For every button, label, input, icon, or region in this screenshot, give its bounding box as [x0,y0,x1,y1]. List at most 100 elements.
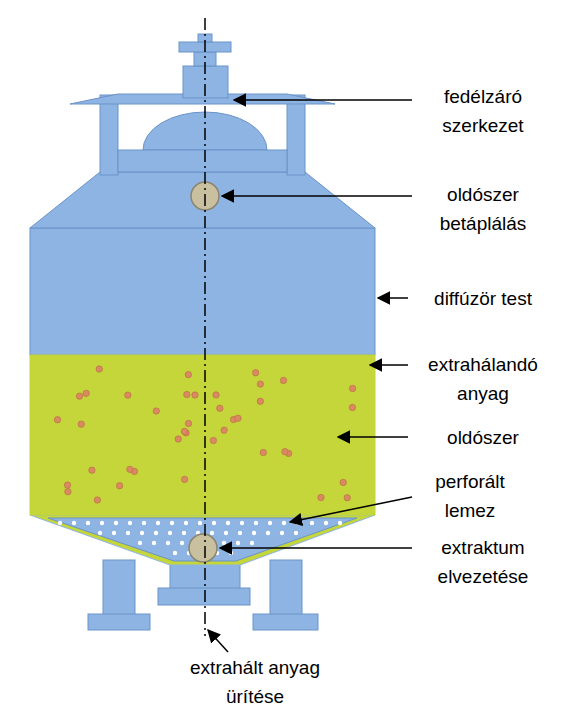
top-cone [30,172,375,228]
diffuser-body [30,228,375,355]
perforation-hole [152,541,156,545]
particle [181,428,187,434]
perforation-hole [173,551,177,555]
perforation-hole [72,521,76,525]
perforation-hole [268,521,272,525]
particle [185,420,191,426]
particle [65,488,71,494]
perforation-hole [240,521,244,525]
particle [153,408,159,414]
callout-label: oldószer betáplálás [413,180,553,238]
perforation-hole [294,531,298,535]
callout-label: extrahálandó anyag [413,350,553,408]
particle [125,392,131,398]
perforation-hole [226,521,230,525]
particle [89,467,95,473]
particle [175,436,181,442]
perforation-hole [229,551,233,555]
leader-line [290,497,412,522]
callout-label: extrahált anyag ürítése [190,653,320,711]
perforation-hole [98,531,102,535]
perforation-hole [282,521,286,525]
perforation-hole [252,531,256,535]
leader-line [220,547,412,549]
callout-label: oldószer [413,423,553,452]
perforation-hole [166,541,170,545]
callout-label: perforált lemez [415,467,525,525]
perforation-hole [254,521,258,525]
callout-label: fedélzáró szerkezet [413,82,553,140]
leg [103,560,135,616]
perforation-hole [142,521,146,525]
perforation-hole [222,541,226,545]
particle [184,391,190,397]
perforation-hole [170,521,174,525]
perforation-hole [210,531,214,535]
perforation-hole [112,531,116,535]
particle [78,421,84,427]
bottom-cone [30,515,375,565]
perforation-hole [138,541,142,545]
particle [280,377,286,383]
perforation-hole [100,521,104,525]
perforation-hole [198,521,202,525]
particle [282,448,288,454]
particle [235,415,241,421]
perforation-hole [310,521,314,525]
perforation-hole [182,531,186,535]
leg-foot [88,614,150,630]
particle [64,482,70,488]
particle [318,494,324,500]
perforation-hole [280,531,284,535]
perforation-hole [114,521,118,525]
perforation-hole [58,521,62,525]
callout-label: diffúzör test [408,284,558,313]
particle [94,497,100,503]
leader-line [208,630,228,652]
particle [257,398,263,404]
perforation-hole [180,541,184,545]
particle [116,483,122,489]
particle [83,390,89,396]
clamp-post [100,95,118,175]
particle [76,393,82,399]
leader-line [378,297,408,299]
centre-line [204,18,206,636]
leader-line [370,364,408,366]
particle [181,476,187,482]
perforation-hole [324,521,328,525]
perforation-hole [156,521,160,525]
leg [270,560,302,616]
perforation-hole [126,531,130,535]
particle [127,466,133,472]
particle [257,381,263,387]
perforation-hole [238,531,242,535]
particle [344,495,350,501]
particle [96,366,102,372]
particle [221,427,227,433]
leader-line [222,195,412,197]
particle [260,449,266,455]
outlet-flange [158,588,250,605]
material-bed [30,355,375,515]
particle [210,437,216,443]
particle [349,385,355,391]
perforated-plate-region [48,518,357,561]
leg-foot [253,614,318,630]
perforation-hole [184,521,188,525]
leader-line [338,436,408,438]
particle [192,392,198,398]
extract-outlet [189,534,217,562]
perforation-hole [140,531,144,535]
perforation-hole [168,531,172,535]
particle [213,392,219,398]
perforation-hole [224,531,228,535]
particle [349,404,355,410]
callout-label: extraktum elvezetése [413,533,553,591]
perforation-hole [154,531,158,535]
particle [217,405,223,411]
leader-line [234,99,412,101]
particle [54,417,60,423]
perforation-hole [212,521,216,525]
perforation-hole [86,521,90,525]
